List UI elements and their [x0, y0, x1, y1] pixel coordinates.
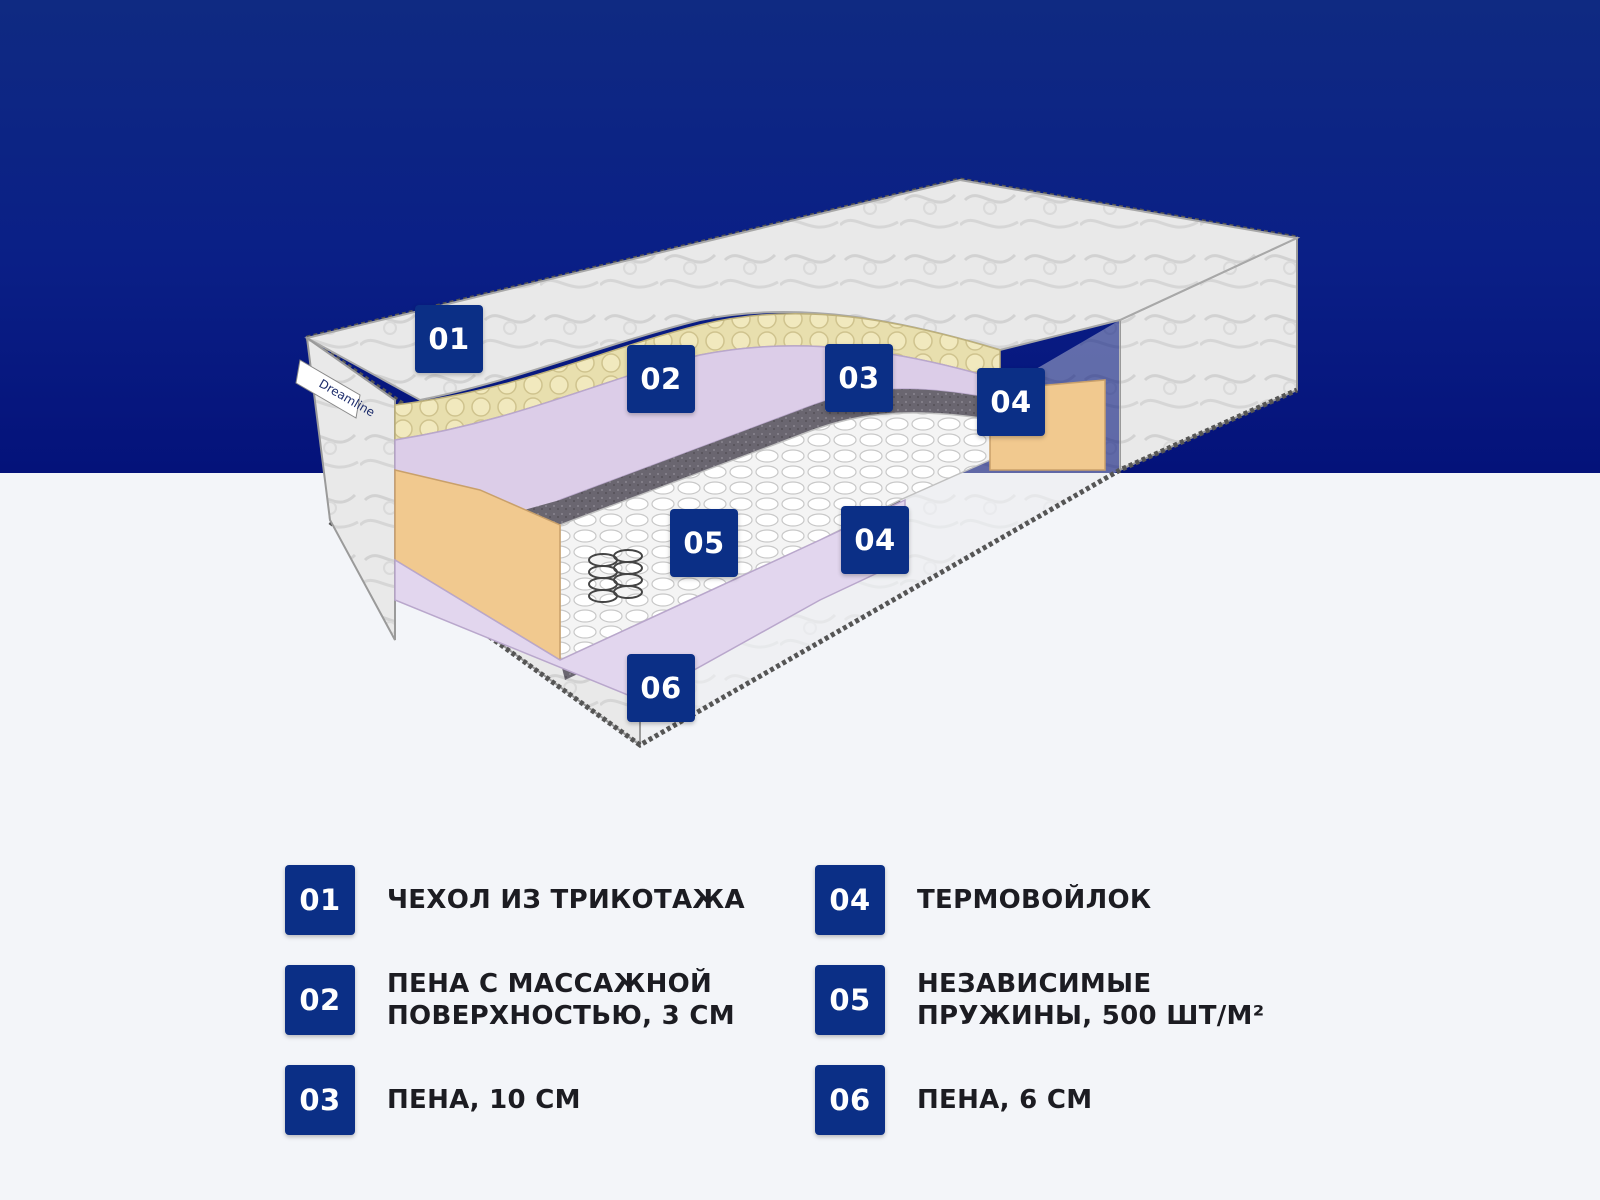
legend-badge: 05	[815, 965, 885, 1035]
mattress-illustration: Dreamline	[295, 177, 1301, 748]
legend-label: ПЕНА, 6 СМ	[917, 1085, 1093, 1115]
legend-label: НЕЗАВИСИМЫЕ ПРУЖИНЫ, 500 ШТ/М²	[917, 969, 1265, 1031]
legend-badge: 01	[285, 865, 355, 935]
diagram-badge-05: 05	[670, 509, 738, 577]
legend-badge: 03	[285, 1065, 355, 1135]
legend-badge: 02	[285, 965, 355, 1035]
diagram-badge-04-top: 04	[977, 368, 1045, 436]
diagram-badge-04-bottom: 04	[841, 506, 909, 574]
legend-label: ЧЕХОЛ ИЗ ТРИКОТАЖА	[387, 885, 745, 915]
diagram-badge-03: 03	[825, 344, 893, 412]
legend-label: ПЕНА, 10 СМ	[387, 1085, 581, 1115]
diagram-badge-01: 01	[415, 305, 483, 373]
diagram-badge-06: 06	[627, 654, 695, 722]
legend-label: ПЕНА С МАССАЖНОЙ ПОВЕРХНОСТЬЮ, 3 СМ	[387, 969, 735, 1031]
diagram-badge-02: 02	[627, 345, 695, 413]
legend-badge: 06	[815, 1065, 885, 1135]
legend-badge: 04	[815, 865, 885, 935]
legend-label: ТЕРМОВОЙЛОК	[917, 885, 1152, 915]
